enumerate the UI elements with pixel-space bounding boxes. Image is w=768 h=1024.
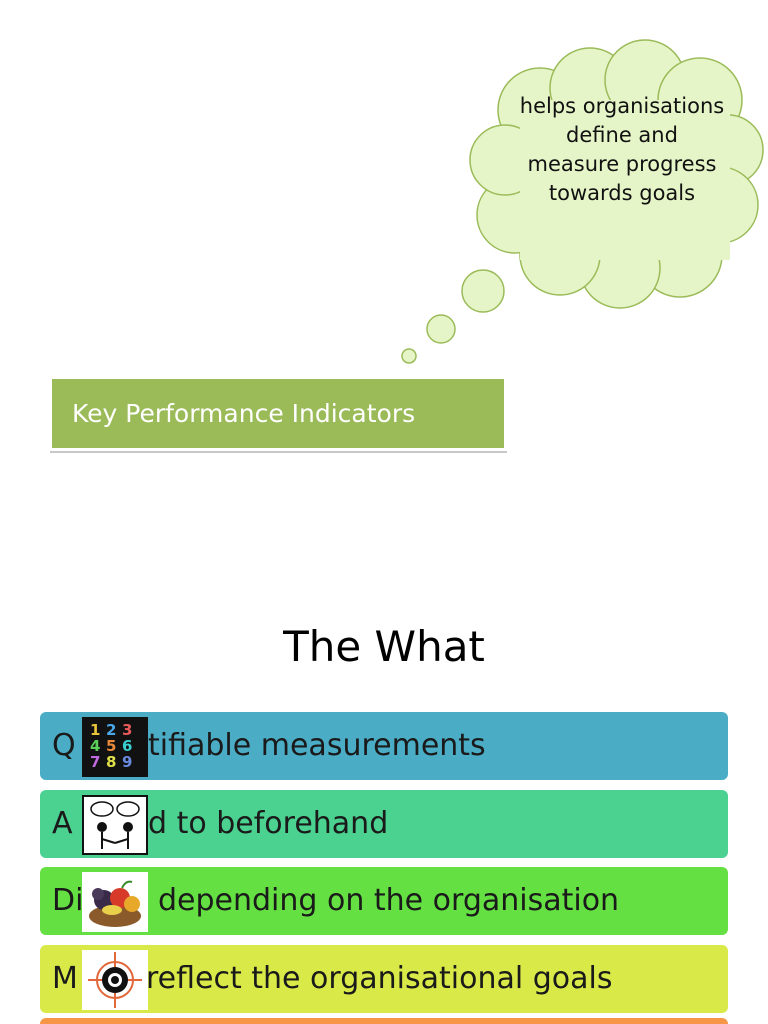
cloud-line: define and bbox=[566, 123, 678, 147]
cloud-line: measure progress bbox=[527, 152, 717, 176]
kpi-label: Key Performance Indicators bbox=[72, 399, 416, 428]
bar-text-rest: d to beforehand bbox=[148, 806, 389, 841]
cloud-line: towards goals bbox=[548, 181, 696, 205]
svg-text:1: 1 bbox=[90, 721, 100, 739]
cloud-shape bbox=[469, 39, 764, 309]
svg-text:2: 2 bbox=[106, 721, 116, 739]
bar-text-first: Q bbox=[52, 728, 76, 763]
svg-text:6: 6 bbox=[122, 737, 132, 755]
bar-partial bbox=[40, 1018, 728, 1024]
svg-text:9: 9 bbox=[122, 753, 132, 771]
svg-text:3: 3 bbox=[122, 721, 132, 739]
kpi-banner: Key Performance Indicators bbox=[52, 379, 504, 448]
bar-must: M reflect the organisational goals bbox=[40, 945, 728, 1013]
cloud-text: helps organisations define and measure p… bbox=[495, 92, 749, 208]
bar-text-rest: tifiable measurements bbox=[148, 728, 486, 763]
target-icon bbox=[82, 950, 148, 1010]
thought-bubble-small bbox=[401, 348, 417, 364]
kpi-underline bbox=[50, 451, 507, 453]
bar-text-rest: reflect the organisational goals bbox=[146, 961, 613, 996]
svg-text:4: 4 bbox=[90, 737, 100, 755]
bar-text-first: A bbox=[52, 806, 73, 841]
numbers-icon: 1 2 3 4 5 6 7 8 9 bbox=[82, 717, 148, 777]
handshake-icon bbox=[82, 795, 148, 855]
svg-text:5: 5 bbox=[106, 737, 116, 755]
bar-quantifiable: Q 1 2 3 4 5 6 7 8 9 tifiable measurement… bbox=[40, 712, 728, 780]
svg-text:7: 7 bbox=[90, 753, 100, 771]
thought-bubble-large bbox=[461, 269, 505, 313]
section-title: The What bbox=[283, 622, 485, 671]
svg-text:8: 8 bbox=[106, 753, 116, 771]
bar-text-first: Di bbox=[52, 883, 84, 918]
cloud-line: helps organisations bbox=[519, 94, 725, 118]
fruit-basket-icon bbox=[82, 872, 148, 932]
bar-text-rest: depending on the organisation bbox=[158, 883, 620, 918]
thought-bubble-medium bbox=[426, 314, 456, 344]
bar-agreed: A d to beforehand bbox=[40, 790, 728, 858]
bar-different: Di depending on the organisation bbox=[40, 867, 728, 935]
thought-cloud bbox=[401, 39, 764, 364]
bar-text-first: M bbox=[52, 961, 78, 996]
